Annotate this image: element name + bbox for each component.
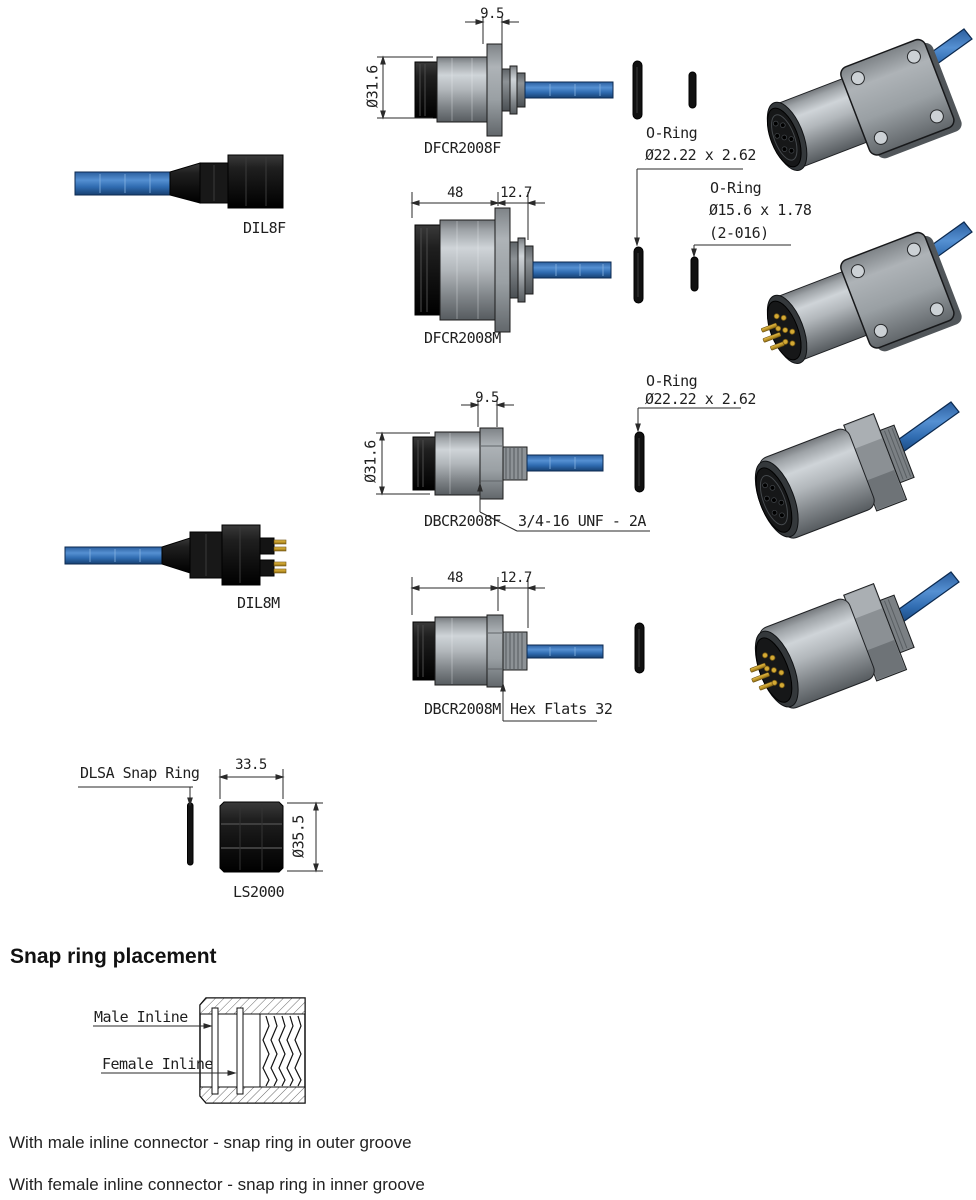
dbcr2008f-diameter-dim: Ø31.6 xyxy=(361,440,380,483)
dfcr2008m-label: DFCR2008M xyxy=(424,329,501,347)
oring-small-leader xyxy=(691,244,791,258)
dfcr2008m-dimensions xyxy=(410,192,545,240)
dfcr2008f-flange-dim: 9.5 xyxy=(480,6,504,22)
ls2000-snap-ring-note: DLSA Snap Ring xyxy=(80,764,200,782)
snap-ring-cross-section xyxy=(199,997,306,1104)
ls2000-dimensions xyxy=(78,769,323,873)
oring-mid-leader xyxy=(635,407,741,433)
oring-row2-large xyxy=(633,246,644,304)
dbcr2008m-hex-note: Hex Flats 32 xyxy=(510,700,613,718)
dil8m-drawing xyxy=(64,524,287,586)
dbcr2008m-drawing xyxy=(412,614,604,688)
oring-small-name: O-Ring xyxy=(710,179,762,197)
note-female-inline: With female inline connector - snap ring… xyxy=(9,1175,425,1194)
dfcr2008m-body-dim: 48 xyxy=(447,185,463,201)
dfcr2008m-tail-dim: 12.7 xyxy=(500,185,532,201)
oring-top-size: Ø22.22 x 2.62 xyxy=(645,146,756,164)
oring-top-leader xyxy=(634,168,743,247)
oring-row1-large xyxy=(632,60,643,120)
dbcr2008f-label: DBCR2008F xyxy=(424,512,501,530)
dbcr2008m-dimensions xyxy=(410,577,597,722)
bulkhead-flanged-male-iso xyxy=(761,221,973,364)
oring-top-name: O-Ring xyxy=(646,124,698,142)
male-inline-label: Male Inline xyxy=(94,1008,188,1026)
dfcr2008f-dimensions xyxy=(377,16,519,120)
dil8m-label: DIL8M xyxy=(237,594,280,612)
oring-row2-small xyxy=(690,256,699,292)
dfcr2008f-label: DFCR2008F xyxy=(424,139,501,157)
ls2000-diameter-dim: Ø35.5 xyxy=(289,815,308,858)
note-male-inline: With male inline connector - snap ring i… xyxy=(9,1133,412,1152)
bulkhead-threaded-female-iso xyxy=(754,401,960,539)
dfcr2008f-diameter-dim: Ø31.6 xyxy=(363,65,382,108)
oring-mid-size: Ø22.22 x 2.62 xyxy=(645,390,756,408)
dbcr2008f-flange-dim: 9.5 xyxy=(475,390,499,406)
dbcr2008f-thread-note: 3/4-16 UNF - 2A xyxy=(518,512,646,530)
dbcr2008f-drawing xyxy=(412,427,604,500)
dbcr2008m-body-dim: 48 xyxy=(447,570,463,586)
dfcr2008f-drawing xyxy=(414,43,614,137)
ls2000-label: LS2000 xyxy=(233,883,285,901)
female-inline-label: Female Inline xyxy=(102,1055,213,1073)
oring-row4 xyxy=(634,622,645,674)
dfcr2008m-drawing xyxy=(414,207,612,333)
dbcr2008f-dimensions xyxy=(376,399,650,532)
oring-mid-name: O-Ring xyxy=(646,372,698,390)
dil8f-label: DIL8F xyxy=(243,219,286,237)
oring-row1-small xyxy=(688,71,697,109)
dbcr2008m-label: DBCR2008M xyxy=(424,700,501,718)
ls2000-length-dim: 33.5 xyxy=(235,757,267,773)
oring-small-size: Ø15.6 x 1.78 xyxy=(709,201,812,219)
oring-row3 xyxy=(634,431,645,493)
snap-ring-placement-heading: Snap ring placement xyxy=(10,945,217,968)
ls2000-drawing xyxy=(187,801,284,873)
dbcr2008m-tail-dim: 12.7 xyxy=(500,570,532,586)
bulkhead-threaded-male-iso xyxy=(749,571,960,709)
oring-small-code: (2-016) xyxy=(709,224,769,242)
snap-ring-leaders xyxy=(93,1023,237,1076)
bulkhead-flanged-female-iso xyxy=(766,28,973,171)
dil8f-drawing xyxy=(74,154,284,209)
